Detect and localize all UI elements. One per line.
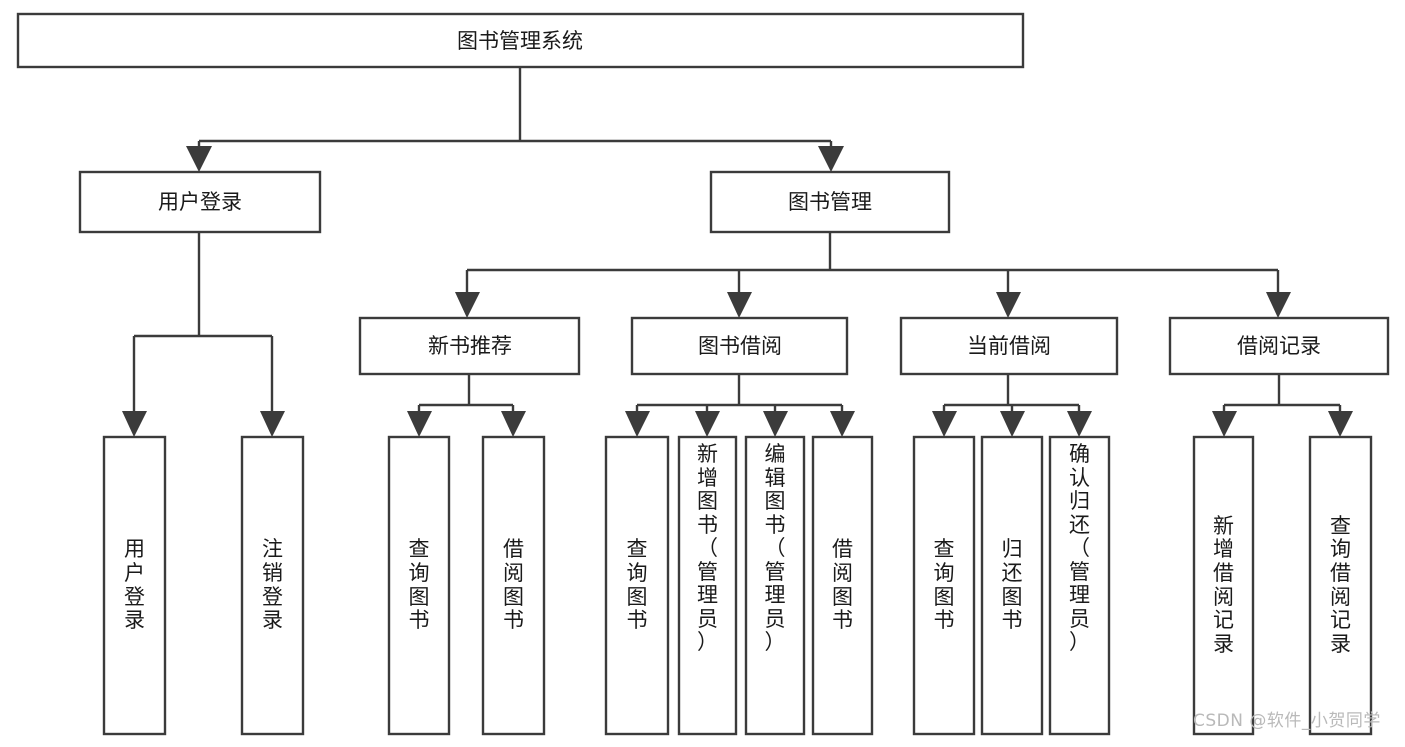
node-book-management-label: 图书管理	[788, 190, 872, 214]
leaf-box-return-book[interactable]	[980, 435, 1044, 736]
leaf-box-add-borrow-record[interactable]	[1192, 435, 1255, 736]
leaf-box-add-book-admin[interactable]	[677, 435, 738, 736]
arrow-icon	[1212, 411, 1237, 437]
node-borrow-record[interactable]: 借阅记录	[1168, 316, 1390, 376]
arrow-icon	[830, 411, 855, 437]
node-new-book-recommend-box[interactable]	[358, 316, 581, 376]
leaf-box-borrow-book[interactable]	[811, 435, 874, 736]
arrow-icon	[186, 146, 212, 172]
node-book-management[interactable]: 图书管理	[709, 170, 951, 234]
node-book-management-box[interactable]	[709, 170, 951, 234]
arrow-icon	[695, 411, 720, 437]
leaf-box-query-book-borrow[interactable]	[604, 435, 670, 736]
arrow-icon	[1067, 411, 1092, 437]
leaf-boxes-layer	[102, 435, 1373, 736]
arrowheads-layer	[122, 146, 1353, 437]
node-new-book-recommend[interactable]: 新书推荐	[358, 316, 581, 376]
node-book-borrow[interactable]: 图书借阅	[630, 316, 849, 376]
leaf-box-edit-book-admin[interactable]	[744, 435, 806, 736]
node-root-box[interactable]	[16, 12, 1025, 69]
arrow-icon	[763, 411, 788, 437]
arrow-icon	[501, 411, 526, 437]
leaf-box-logout[interactable]	[240, 435, 305, 736]
arrow-icon	[122, 411, 147, 437]
node-user-login-box[interactable]	[78, 170, 322, 234]
arrow-icon	[260, 411, 285, 437]
node-new-book-recommend-label: 新书推荐	[428, 334, 512, 358]
arrow-icon	[818, 146, 844, 172]
node-user-login[interactable]: 用户登录	[78, 170, 322, 234]
arrow-icon	[625, 411, 650, 437]
node-current-borrow[interactable]: 当前借阅	[899, 316, 1119, 376]
leaf-box-query-borrow-record[interactable]	[1308, 435, 1373, 736]
arrow-icon	[1328, 411, 1353, 437]
leaf-box-confirm-return-admin[interactable]	[1048, 435, 1111, 736]
arrow-icon	[1000, 411, 1025, 437]
arrow-icon	[727, 292, 752, 318]
node-book-borrow-label: 图书借阅	[698, 334, 782, 358]
node-borrow-record-label: 借阅记录	[1237, 334, 1321, 358]
node-root[interactable]: 图书管理系统	[16, 12, 1025, 69]
node-user-login-label: 用户登录	[158, 190, 242, 214]
leaf-box-query-book-newbook[interactable]	[387, 435, 451, 736]
node-book-borrow-box[interactable]	[630, 316, 849, 376]
node-current-borrow-label: 当前借阅	[967, 334, 1051, 358]
arrow-icon	[455, 292, 480, 318]
csdn-watermark: CSDN @软件_小贺同学	[1193, 711, 1381, 731]
node-borrow-record-box[interactable]	[1168, 316, 1390, 376]
leaf-box-borrow-book-newbook[interactable]	[481, 435, 546, 736]
arrow-icon	[932, 411, 957, 437]
node-current-borrow-box[interactable]	[899, 316, 1119, 376]
leaf-box-query-book-current[interactable]	[912, 435, 976, 736]
arrow-icon	[1266, 292, 1291, 318]
node-root-label: 图书管理系统	[457, 29, 583, 53]
leaf-box-user-login[interactable]	[102, 435, 167, 736]
arrow-icon	[407, 411, 432, 437]
arrow-icon	[996, 292, 1021, 318]
